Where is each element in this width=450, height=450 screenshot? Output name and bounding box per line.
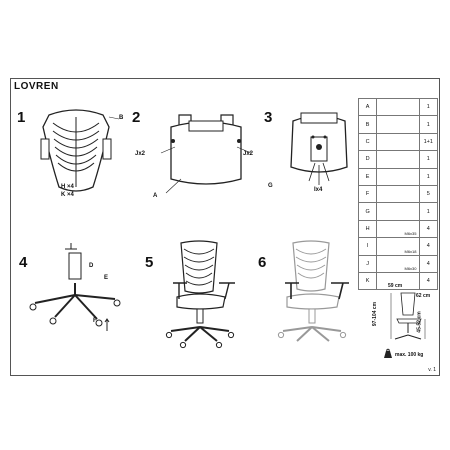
part-letter: E xyxy=(357,167,378,186)
part-qty: 1 xyxy=(418,167,439,186)
step-number-3: 3 xyxy=(264,109,273,126)
part-size: M6x35 xyxy=(404,231,417,237)
part-qty: 1 xyxy=(418,150,439,169)
part-icon xyxy=(376,184,420,204)
step-number-6: 6 xyxy=(258,254,267,271)
step-number-4: 4 xyxy=(19,254,28,271)
label-a: A xyxy=(153,193,158,199)
step6-chair-illustration xyxy=(277,240,349,342)
step3-mechanism-illustration xyxy=(290,112,348,185)
label-jx2-left: Jx2 xyxy=(135,151,146,157)
step1-backrest-illustration xyxy=(40,109,120,192)
dimension-depth: 62 cm xyxy=(416,293,431,299)
step5-chair-illustration xyxy=(165,240,235,349)
part-letter: H xyxy=(357,219,378,239)
label-kx4: K ×4 xyxy=(61,192,74,198)
part-icon xyxy=(376,97,420,117)
part-size: M6x30 xyxy=(404,265,417,271)
dimension-seat-height: 45-52 cm xyxy=(416,311,423,333)
part-icon xyxy=(376,150,420,169)
part-letter: G xyxy=(357,202,378,221)
step2-seat-illustration xyxy=(160,114,252,194)
part-qty: 4 xyxy=(418,254,439,273)
part-icon xyxy=(376,167,420,186)
weight-icon xyxy=(384,348,392,358)
part-qty: 4 xyxy=(418,237,439,256)
part-letter: D xyxy=(357,150,378,169)
max-load-text: max. 100 kg xyxy=(395,352,424,358)
part-letter: C xyxy=(357,132,378,152)
part-letter: K xyxy=(357,271,378,291)
label-d: D xyxy=(89,263,94,269)
part-qty: 1 xyxy=(418,97,439,117)
label-jx2-right: Jx2 xyxy=(243,151,254,157)
part-icon xyxy=(376,115,420,134)
step-number-5: 5 xyxy=(145,254,154,271)
step-number-1: 1 xyxy=(17,109,26,126)
part-size: M6x18 xyxy=(404,248,417,254)
dimensions-chair-sketch xyxy=(390,292,426,340)
step-number-2: 2 xyxy=(132,109,141,126)
part-icon: M6x18 xyxy=(376,237,420,256)
label-ix4: Ix4 xyxy=(314,187,323,193)
label-hx4: H ×4 xyxy=(61,184,74,190)
dimension-width: 59 cm xyxy=(388,283,403,289)
part-qty: 1+1 xyxy=(418,132,439,152)
part-icon: M6x35 xyxy=(376,219,420,239)
part-letter: B xyxy=(357,115,378,134)
dimension-height: 97-104 cm xyxy=(372,301,379,327)
instruction-sheet: LOVREN 1 2 3 4 5 6 B H ×4 K ×4 Jx2 Jx2 A xyxy=(10,78,440,376)
part-icon: M6x30 xyxy=(376,254,420,273)
part-letter: I xyxy=(357,237,378,256)
part-icon xyxy=(376,202,420,221)
part-qty: 1 xyxy=(418,115,439,134)
part-qty: 1 xyxy=(418,202,439,221)
label-b: B xyxy=(119,115,124,121)
part-qty: 4 xyxy=(418,271,439,291)
label-f: F xyxy=(93,318,97,324)
part-icon xyxy=(376,132,420,152)
step4-base-illustration xyxy=(29,243,121,331)
version-label: v. 1 xyxy=(428,367,436,373)
label-g: G xyxy=(268,183,273,189)
label-e: E xyxy=(104,275,109,281)
product-title: LOVREN xyxy=(14,81,59,92)
parts-row: C 1+1 xyxy=(357,132,439,152)
part-letter: F xyxy=(357,184,378,204)
part-qty: 5 xyxy=(418,184,439,204)
part-letter: A xyxy=(357,97,378,117)
part-letter: J xyxy=(357,254,378,273)
part-icon xyxy=(376,271,420,291)
part-qty: 4 xyxy=(418,219,439,239)
